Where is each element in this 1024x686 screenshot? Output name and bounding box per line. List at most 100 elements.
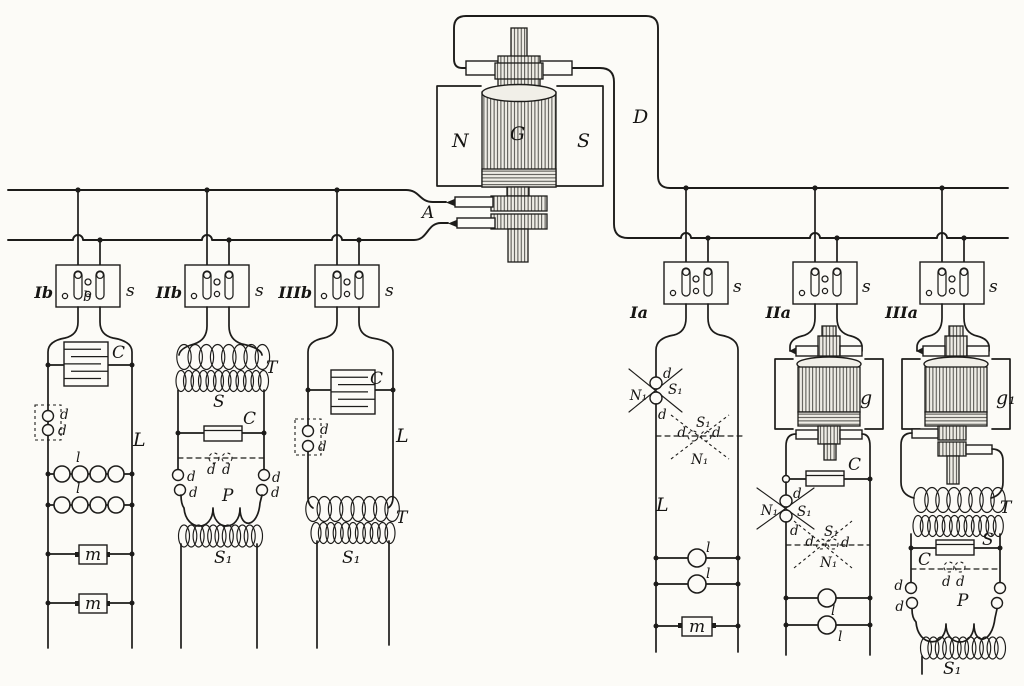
- spark-gap-cross: [628, 368, 683, 413]
- condenser: [805, 470, 845, 487]
- top-loop-and-right-bus-top: [453, 15, 1009, 189]
- label-contact-d: d: [790, 523, 799, 539]
- collector-brush-1: [454, 196, 494, 208]
- feeder-circuit-IIIb: C d d L T S₁: [294, 306, 409, 649]
- label-lamp-l: l: [838, 629, 842, 645]
- circuit-rail: [655, 303, 687, 378]
- contact-point: [41, 409, 55, 423]
- condenser: [203, 425, 243, 442]
- label-terminal-s: s: [862, 277, 871, 297]
- motor-brush: [839, 429, 863, 440]
- label-contact-d: d: [189, 485, 198, 501]
- label-coil-S1: S₁: [342, 548, 360, 568]
- label-coil-S1: S₁: [943, 659, 961, 679]
- cutout-box-Ia: [663, 261, 729, 305]
- coil-S1-secondary: [919, 636, 1007, 660]
- label-motor-m: m: [689, 617, 705, 637]
- label-gap-N1: N₁: [629, 388, 647, 404]
- label-lamp-l: l: [706, 540, 710, 556]
- label-cutout-Ia: Ia: [629, 303, 648, 322]
- label-contact-d: d: [272, 470, 281, 486]
- label-contact-d: d: [187, 469, 196, 485]
- cutout-box-IIIa: [919, 261, 985, 305]
- pole-piece-S: [556, 85, 604, 187]
- generator-shaft-bottom: [507, 228, 529, 263]
- condenser: [63, 341, 109, 387]
- coil-P-primary: [180, 494, 263, 527]
- brush-wire-tip: [446, 198, 457, 207]
- label-condenser-C: C: [243, 409, 256, 429]
- feeder-circuit-IIb: T S C d d d d d d P S₁: [171, 306, 281, 649]
- coil-lead: [178, 306, 208, 356]
- label-lamp-l: l: [831, 603, 835, 619]
- label-gap-N1: N₁: [760, 503, 778, 519]
- label-contact-d: d: [58, 423, 67, 439]
- contact-point: [41, 423, 55, 437]
- generator-commutator-band: [494, 62, 544, 80]
- label-feeder-A: A: [420, 203, 434, 223]
- generator-brush-right: [539, 60, 573, 76]
- condenser: [935, 539, 975, 556]
- label-contact-d: d: [318, 439, 327, 455]
- label-gap-S1: S₁: [696, 415, 711, 431]
- label-contact-d: d: [805, 534, 814, 550]
- label-contact-d: d: [894, 578, 903, 594]
- motor-shaft: [823, 443, 837, 461]
- label-condenser-C: C: [112, 343, 125, 363]
- armature-band: [481, 168, 557, 188]
- motor-brush: [795, 429, 819, 440]
- label-contact-d: d: [956, 574, 965, 590]
- junction-dot: [129, 362, 135, 368]
- pole-piece-N: [436, 85, 482, 187]
- left-bus-bottom: [7, 222, 449, 241]
- label-cutout-IIa: IIa: [765, 303, 791, 322]
- generator-shaft-top: [510, 27, 528, 59]
- coil-S-secondary: [175, 369, 270, 393]
- cutout-box-IIb: [184, 264, 250, 308]
- coil-lead: [228, 306, 263, 356]
- label-armature-G: G: [510, 123, 525, 145]
- main-generator: N G S: [436, 27, 604, 263]
- label-terminal-s: s: [126, 281, 135, 301]
- motor-box: [78, 544, 108, 565]
- label-inner-b: b: [83, 289, 92, 305]
- label-condenser-C: C: [918, 550, 931, 570]
- label-line-L: L: [132, 429, 146, 451]
- circuit-rail: [785, 433, 797, 476]
- junction-dot: [45, 362, 51, 368]
- slip-ring-1: [490, 195, 548, 212]
- label-contact-d: d: [663, 366, 672, 382]
- circuit-rail: [47, 306, 79, 649]
- motor-ring-2: [937, 441, 967, 457]
- motor-box: [681, 616, 713, 637]
- coil-T-primary: [305, 495, 400, 523]
- label-pole-N: N: [451, 130, 470, 152]
- circuit-rail: [358, 306, 394, 498]
- condenser: [330, 369, 376, 415]
- cutout-box-IIIb: [314, 264, 380, 308]
- circuit-rail: [307, 451, 314, 509]
- label-pole-S: S: [577, 130, 590, 152]
- label-coil-P: P: [221, 486, 234, 506]
- label-line-L: L: [655, 494, 669, 516]
- coil-S1-secondary: [310, 521, 396, 545]
- generator-brush-left: [465, 60, 499, 76]
- label-gap-S1: S₁: [668, 382, 683, 398]
- slip-ring-2: [490, 213, 548, 230]
- motor-box: [78, 593, 108, 614]
- circuit-rail: [99, 306, 133, 649]
- circuit-rail: [307, 306, 338, 426]
- label-contact-d: d: [841, 535, 850, 551]
- motor-shaft: [946, 455, 960, 485]
- label-coil-S: S: [213, 392, 225, 412]
- left-cutout-section: Ib IIb IIIb s s s b: [33, 189, 394, 308]
- spark-gap-cross-dashed: [793, 520, 853, 569]
- label-coil-P: P: [956, 591, 969, 611]
- label-condenser-C: C: [848, 455, 861, 475]
- motor-commutator: [817, 425, 841, 445]
- label-motor-m: m: [85, 594, 101, 614]
- feeder-circuit-Ib: C d d L l l m m: [34, 306, 146, 649]
- armature-cap: [481, 83, 557, 103]
- label-motor-g: g: [860, 387, 872, 409]
